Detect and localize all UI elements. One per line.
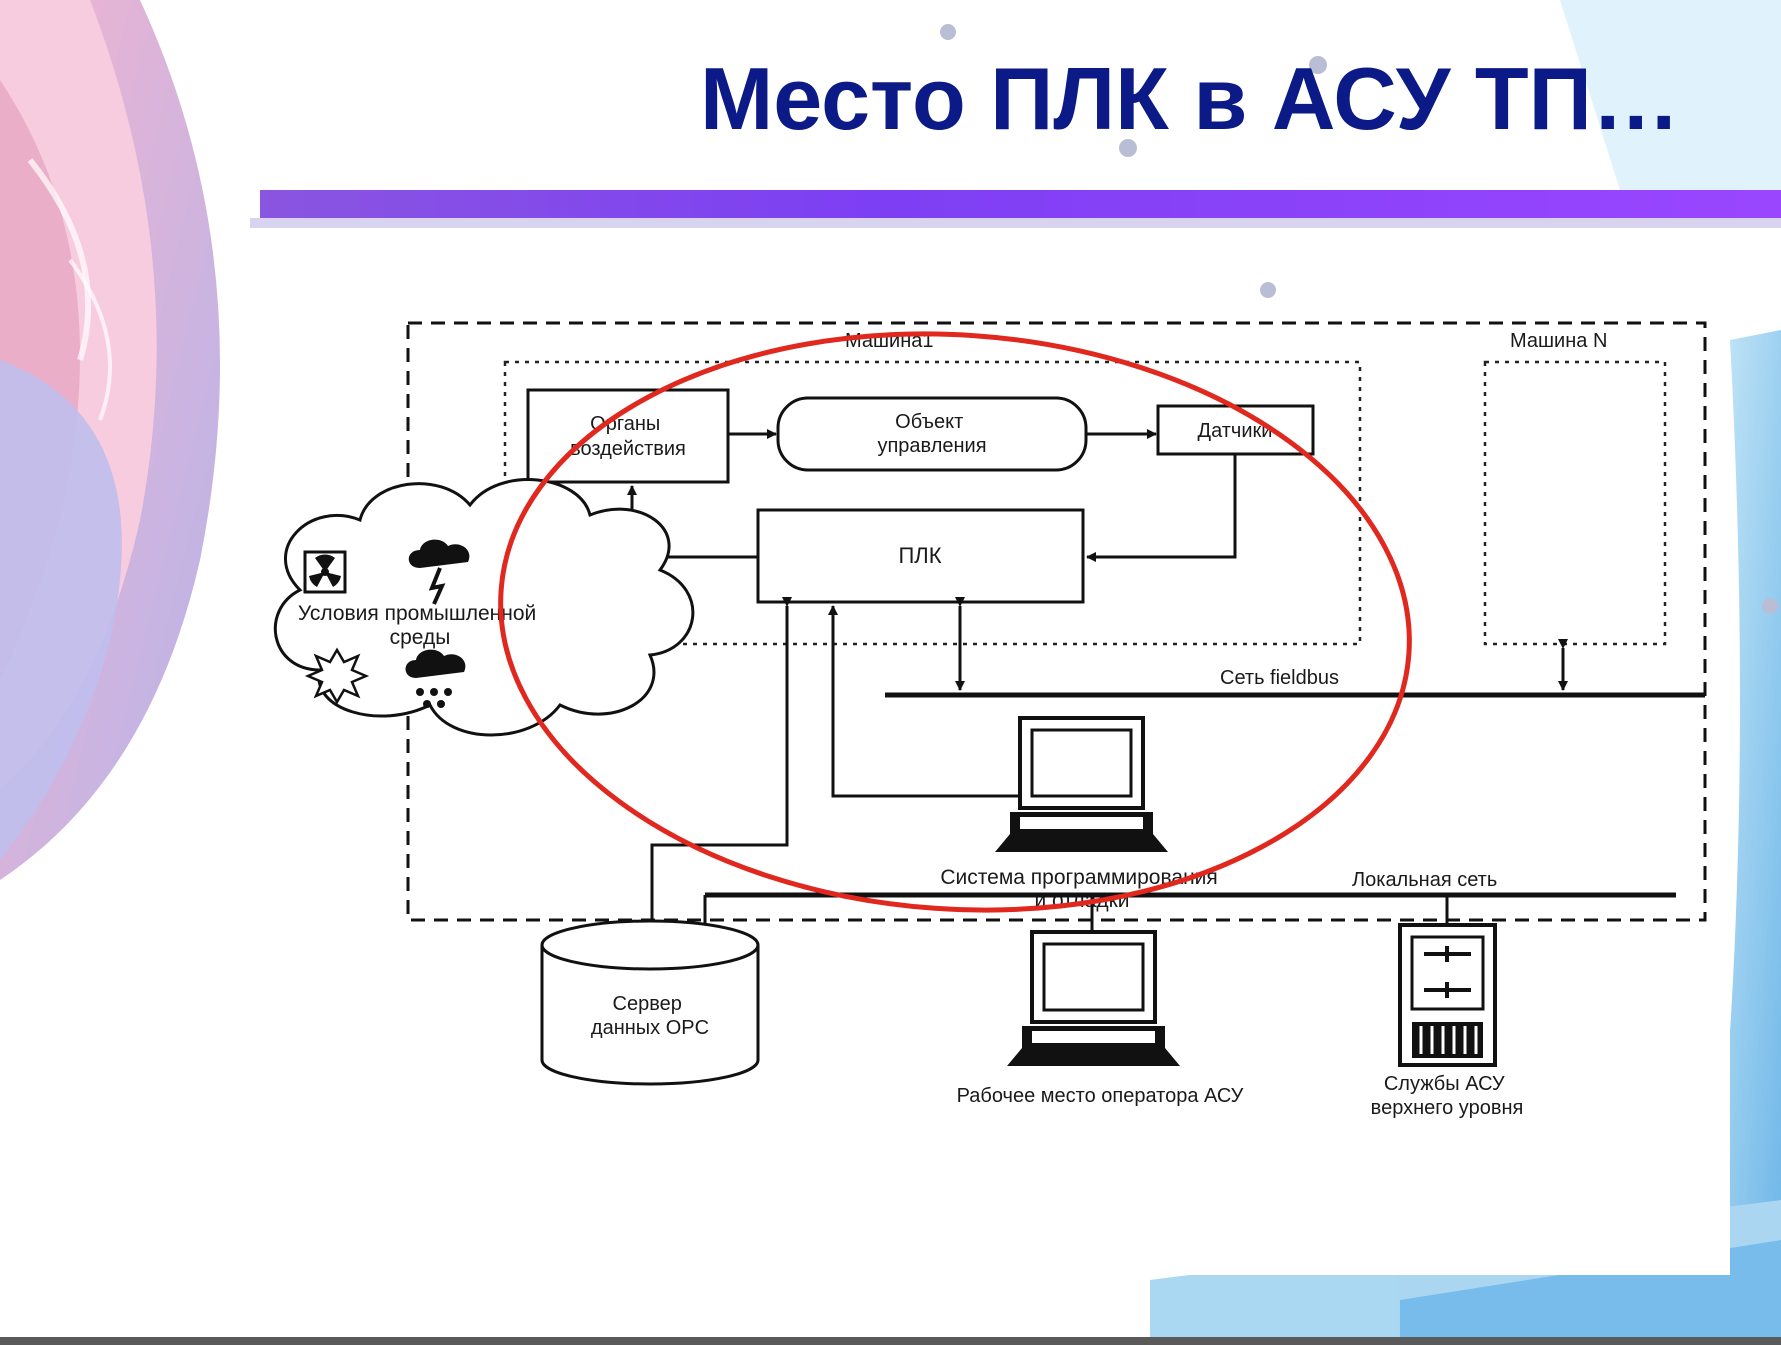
upper-services-label-line2: верхнего уровня (1371, 1097, 1524, 1119)
environment-label-line2: среды (390, 626, 451, 649)
lightning-storm-icon (408, 539, 470, 605)
operator-computer-icon (1007, 930, 1180, 1066)
machineN-boundary (1483, 360, 1667, 646)
server-rack-icon (1398, 923, 1497, 1067)
sensors-box (1156, 404, 1315, 456)
actuators-box (526, 388, 730, 484)
opc-server-label-line1: Сервер (613, 993, 682, 1015)
rain-cloud-icon (405, 649, 466, 708)
title-underline-shadow (250, 218, 1781, 228)
decorative-dots (940, 24, 1778, 614)
local-network-label: Локальная сеть (1352, 869, 1497, 891)
svg-text:Сервер данных OPC: Сервер данных OPC (591, 993, 709, 1039)
arrow-sensors-to-plc (1086, 454, 1237, 562)
opc-server-label-line2: данных OPC (591, 1017, 709, 1039)
svg-text:Органы воздействия: Органы воздействия (570, 413, 686, 460)
svg-text:Объект управления: Объект управления (877, 411, 986, 457)
control-object-label-line2: управления (877, 435, 986, 457)
programming-computer-icon (995, 716, 1168, 852)
highlight-ellipse (498, 331, 1412, 913)
left-arc-decoration (0, 0, 220, 880)
programming-label-line1: Система программирования (940, 866, 1217, 889)
title-underline-band (260, 190, 1781, 218)
plc-box (756, 508, 1085, 604)
fieldbus-label: Сеть fieldbus (1220, 667, 1339, 689)
machineN-label: Машина N (1510, 330, 1607, 352)
control-object-label-line1: Объект (895, 411, 963, 433)
slide-title: Место ПЛК в АСУ ТП… (700, 49, 1680, 148)
actuators-label-line2: воздействия (570, 438, 686, 460)
footer-bar (0, 1337, 1781, 1345)
actuators-label-line1: Органы (590, 413, 660, 435)
environment-label-line1: Условия промышленной (298, 602, 536, 625)
radiation-icon (303, 550, 347, 594)
control-object-box (776, 396, 1088, 472)
opc-server-cylinder (540, 919, 760, 1086)
arrow-programming-to-plc (828, 605, 1020, 798)
explosion-icon (304, 647, 370, 705)
svg-text:Условия промышленной среды: Условия промышленной среды (298, 602, 542, 649)
sensors-label: Датчики (1198, 420, 1273, 442)
svg-text:Службы АСУ верхнего уровня: Службы АСУ верхнего уровня (1371, 1073, 1524, 1119)
machine1-outer-boundary (406, 321, 1707, 922)
plc-label: ПЛК (898, 543, 941, 568)
upper-services-label-line1: Службы АСУ (1384, 1073, 1505, 1095)
plc-architecture-diagram: Машина1 Машина N Органы воздействия Объе… (273, 321, 1707, 1119)
operator-workstation-label: Рабочее место оператора АСУ (957, 1085, 1244, 1107)
